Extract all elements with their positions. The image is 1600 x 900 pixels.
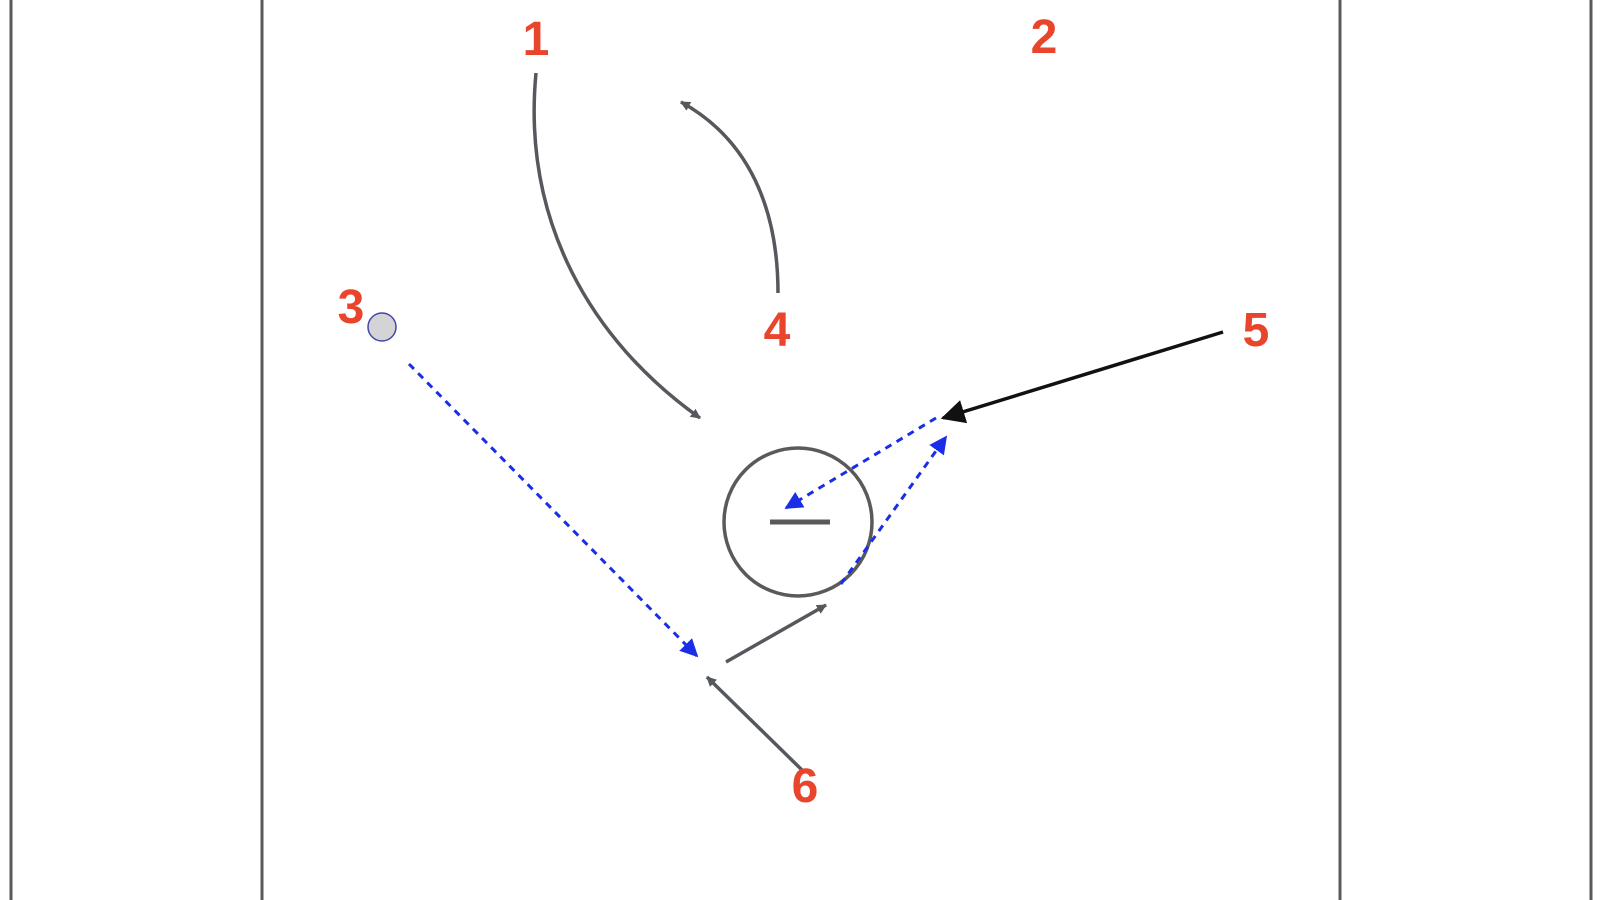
pass-arrows [407, 362, 948, 658]
player-1: 1 [523, 13, 550, 66]
player-6: 6 [792, 760, 819, 813]
cut-arrow-1-to-basket [532, 72, 702, 420]
pass-arrow-wing-to-basket [784, 416, 937, 510]
player-2: 2 [1031, 11, 1058, 64]
court-lines [9, 0, 1593, 900]
cut-arrow-4-to-top [680, 100, 780, 294]
player-labels: 1 2 3 4 5 6 [338, 11, 1270, 813]
drive-arrow-5 [940, 330, 1224, 424]
player-4: 4 [764, 304, 791, 357]
ball-icon [367, 312, 397, 342]
player-3: 3 [338, 281, 365, 334]
hoop-circle [722, 446, 874, 598]
cut-arrow-roll-to-basket [725, 603, 827, 664]
cut-arrows [532, 72, 827, 773]
player-5: 5 [1243, 304, 1270, 357]
basket [722, 446, 874, 598]
pass-arrow-to-wing [839, 435, 948, 585]
cut-arrow-6-to-block [705, 675, 805, 773]
pass-arrow-3-to-block [407, 362, 699, 658]
